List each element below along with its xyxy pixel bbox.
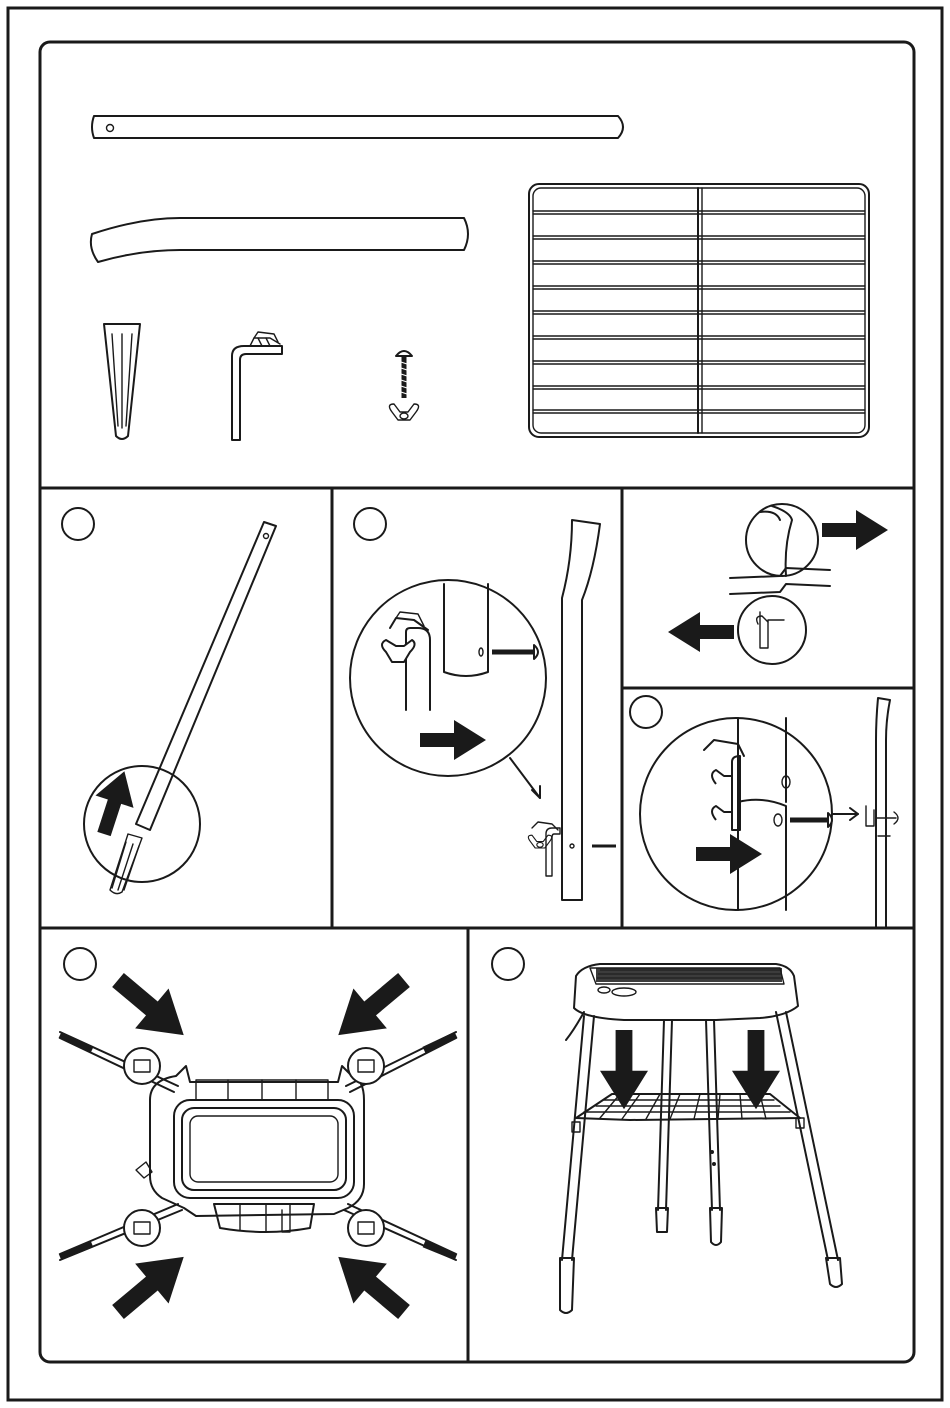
wire-grid-shelf-icon — [529, 184, 869, 437]
l-bracket-icon — [232, 332, 282, 440]
step-4-number-circle — [630, 696, 662, 728]
step-2-number-circle — [354, 508, 386, 540]
step-2-attach-bracket — [350, 508, 616, 900]
step-1-insert-foot-cap — [62, 508, 276, 894]
straight-leg-tube-icon — [92, 116, 623, 138]
foot-cap-icon — [104, 324, 140, 439]
step-6-number-circle — [492, 948, 524, 980]
step-5-attach-legs — [60, 948, 456, 1332]
step-3-separate-parts — [668, 504, 888, 664]
panel-dividers — [40, 488, 914, 1362]
outer-border — [8, 8, 942, 1400]
inner-frame — [40, 42, 914, 1362]
step-1-number-circle — [62, 508, 94, 540]
curved-leg-tube-icon — [91, 218, 468, 262]
step-5-number-circle — [64, 948, 96, 980]
step-4-fasten-bolt — [630, 696, 898, 928]
parts-overview — [91, 116, 869, 440]
bolt-and-wing-nut-icon — [389, 351, 418, 420]
step-6-place-shelf — [492, 948, 842, 1313]
